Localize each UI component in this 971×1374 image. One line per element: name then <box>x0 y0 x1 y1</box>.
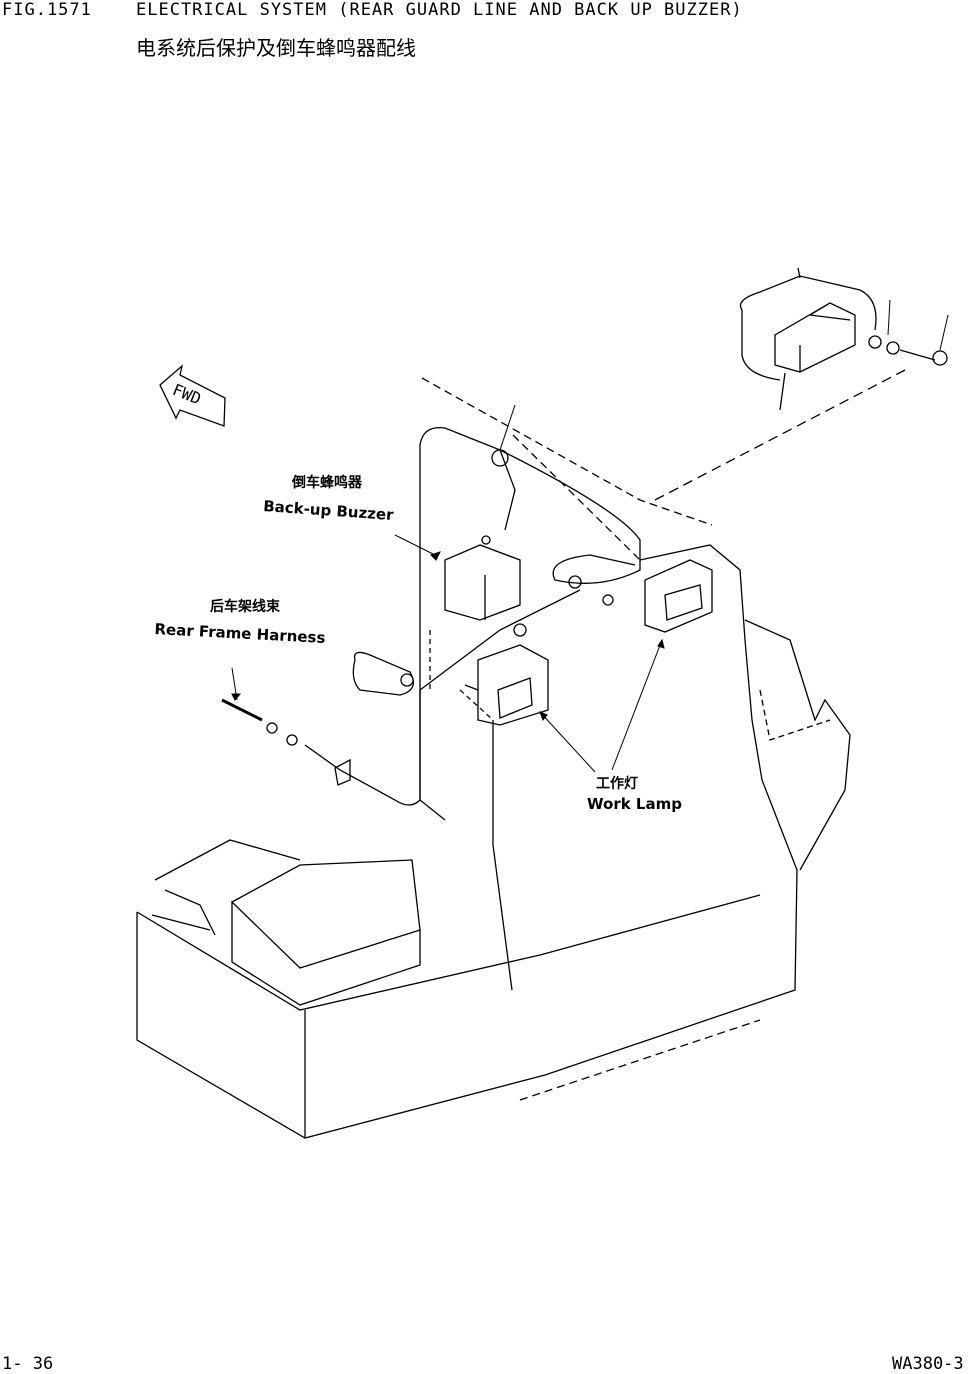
battery-box <box>151 839 421 1006</box>
rear-frame-outline <box>136 369 906 1139</box>
work-lamp-left <box>464 644 549 726</box>
detail-buzzer-inset <box>739 267 948 411</box>
harness-label-chinese: 后车架线束 <box>210 599 280 615</box>
wiring-harness <box>221 426 641 806</box>
work-lamp-label-chinese: 工作灯 <box>596 776 638 792</box>
fwd-arrow-icon <box>159 364 226 427</box>
work-lamp-right <box>602 559 713 633</box>
work-lamp-label: Work Lamp <box>587 795 682 813</box>
backup-buzzer <box>444 535 521 621</box>
buzzer-label-chinese: 倒车蜂鸣器 <box>292 475 362 491</box>
figure-number: FIG.1571 <box>2 0 92 20</box>
model-number: WA380-3 <box>892 1354 964 1374</box>
leader-lines <box>231 299 949 773</box>
figure-title: ELECTRICAL SYSTEM (REAR GUARD LINE AND B… <box>136 0 743 20</box>
page-number: 1- 36 <box>2 1354 54 1374</box>
figure-title-chinese: 电系统后保护及倒车蜂鸣器配线 <box>136 36 416 60</box>
